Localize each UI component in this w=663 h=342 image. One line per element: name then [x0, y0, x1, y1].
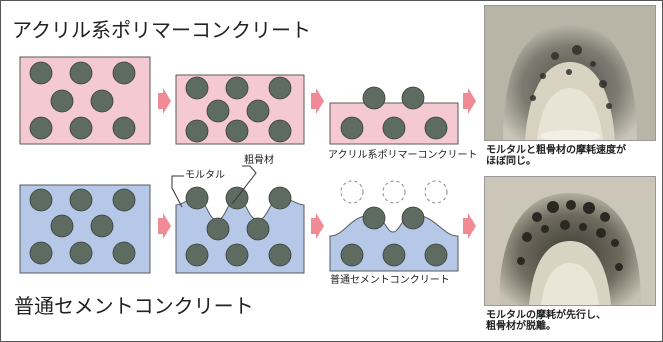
- acrylic-stage-2: [175, 74, 305, 145]
- cement-stage-2: [175, 186, 305, 274]
- cement-wear-photo: [484, 176, 656, 306]
- detached-aggregate-outline: [340, 180, 364, 204]
- aggregate-particle: [29, 188, 53, 212]
- arrow-acrylic-3: [463, 88, 476, 114]
- aggregate-particle: [29, 241, 53, 265]
- aggregate-particle: [382, 116, 406, 140]
- aggregate-particle: [185, 243, 209, 267]
- aggregate-particle: [29, 116, 53, 140]
- cement-caption: モルタルの摩耗が先行し、 粗骨材が脱離。: [486, 310, 606, 332]
- cement-caption-line-1: モルタルの摩耗が先行し、: [486, 310, 606, 321]
- arrow-acrylic-2: [311, 88, 324, 114]
- aggregate-particle: [29, 61, 53, 85]
- detached-aggregate-outline: [382, 180, 406, 204]
- aggregate-particle: [90, 214, 114, 238]
- arrow-acrylic-1: [158, 88, 171, 114]
- aggregate-particle: [424, 243, 448, 267]
- aggregate-particle: [185, 76, 209, 100]
- cement-stage-1: [19, 184, 151, 274]
- aggregate-particle: [362, 206, 386, 230]
- arrow-cement-2: [311, 213, 324, 239]
- aggregate-particle: [401, 206, 425, 230]
- aggregate-particle: [225, 119, 249, 143]
- acrylic-title: アクリル系ポリマーコンクリート: [12, 18, 311, 42]
- aggregate-particle: [268, 76, 292, 100]
- aggregate-group: [185, 76, 292, 143]
- aggregate-group: [340, 86, 448, 140]
- aggregate-particle: [401, 86, 425, 110]
- acrylic-wear-photo: [484, 5, 656, 141]
- aggregate-particle: [340, 243, 364, 267]
- aggregate-particle: [206, 99, 230, 123]
- aggregate-particle: [225, 243, 249, 267]
- aggregate-particle: [50, 214, 74, 238]
- mortar-label: モルタル: [185, 170, 225, 181]
- aggregate-particle: [112, 188, 136, 212]
- aggregate-particle: [362, 86, 386, 110]
- aggregate-particle: [185, 119, 209, 143]
- aggregate-group: [185, 186, 292, 267]
- aggregate-particle: [69, 61, 93, 85]
- acrylic-stage-1: [19, 56, 151, 145]
- acrylic-caption-line-1: モルタルと粗骨材の摩耗速度が: [486, 145, 626, 156]
- aggregate-particle: [268, 243, 292, 267]
- acrylic-stage-3: [329, 86, 459, 145]
- aggregate-particle: [90, 89, 114, 113]
- aggregate-group: [29, 61, 136, 140]
- aggregate-particle: [268, 186, 292, 210]
- cement-title: 普通セメントコンクリート: [14, 294, 254, 318]
- arrow-cement-1: [158, 213, 171, 239]
- cement-stage-3: [329, 180, 459, 272]
- cement-caption-line-2: 粗骨材が脱離。: [486, 321, 556, 332]
- aggregate-particle: [206, 217, 230, 241]
- acrylic-caption: モルタルと粗骨材の摩耗速度が ほぼ同じ。: [486, 145, 626, 167]
- aggregate-particle: [69, 116, 93, 140]
- aggregate-particle: [112, 241, 136, 265]
- aggregate-particle: [268, 119, 292, 143]
- aggregate-particle: [424, 116, 448, 140]
- aggregate-particle: [246, 217, 270, 241]
- aggregate-particle: [69, 241, 93, 265]
- aggregate-particle: [225, 76, 249, 100]
- aggregate-particle: [112, 116, 136, 140]
- arrow-cement-3: [463, 213, 476, 239]
- aggregate-group: [340, 206, 448, 267]
- aggregate-label: 粗骨材: [244, 155, 274, 166]
- detached-aggregate-outlines: [340, 180, 448, 204]
- aggregate-particle: [382, 243, 406, 267]
- aggregate-particle: [340, 116, 364, 140]
- aggregate-particle: [246, 99, 270, 123]
- detached-aggregate-outline: [424, 180, 448, 204]
- acrylic-stage-label: アクリル系ポリマーコンクリート: [328, 150, 478, 161]
- aggregate-particle: [69, 188, 93, 212]
- aggregate-particle: [50, 89, 74, 113]
- cement-stage-label: 普通セメントコンクリート: [330, 275, 450, 286]
- mortar-leader-line: [171, 175, 184, 208]
- aggregate-leader-line: [231, 165, 257, 205]
- aggregate-particle: [112, 61, 136, 85]
- acrylic-caption-line-2: ほぼ同じ。: [486, 156, 536, 167]
- aggregate-group: [29, 188, 136, 265]
- aggregate-particle: [185, 186, 209, 210]
